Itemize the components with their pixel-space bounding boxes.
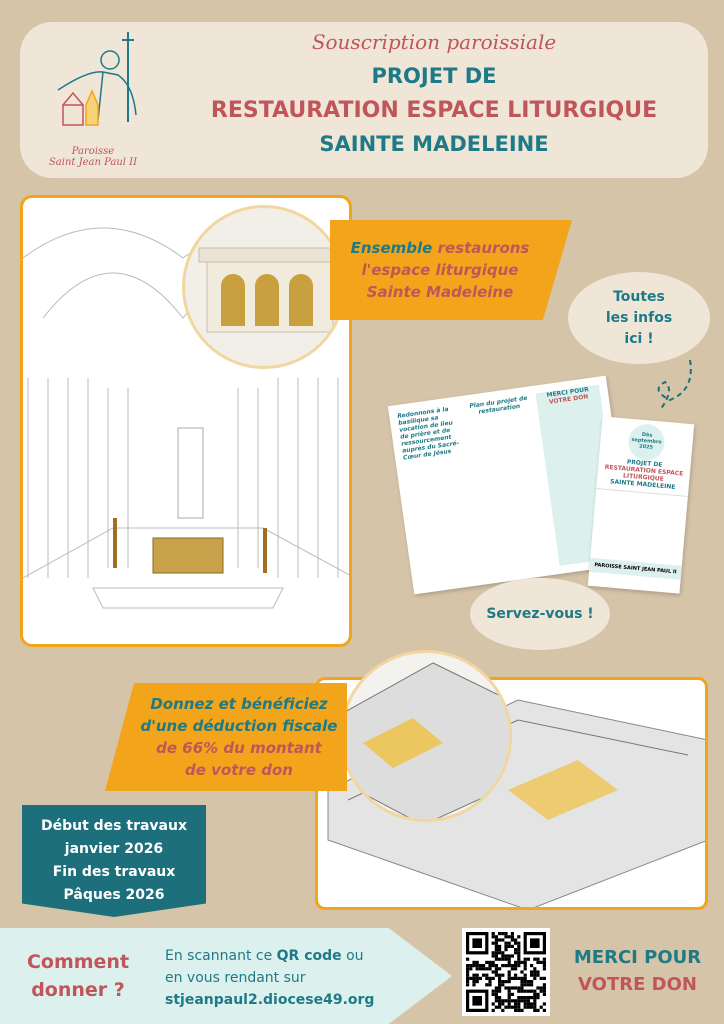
logo-text-name: Saint Jean Paul II	[48, 157, 138, 168]
works-dates-box: Début des travaux janvier 2026 Fin des t…	[22, 805, 206, 917]
banner-ensemble: Ensemble restaurons l'espace liturgique …	[330, 220, 572, 320]
visit-text: en vous rendant sur	[165, 970, 306, 986]
altar-photo	[182, 205, 346, 369]
dates-l2: janvier 2026	[64, 841, 164, 857]
scan-text-ou: ou	[341, 948, 364, 964]
banner-word-ensemble: Ensemble	[350, 239, 433, 257]
thanks-text: MERCI POUR VOTRE DON	[560, 944, 715, 998]
tax-line2: d'une déduction fiscale	[140, 717, 338, 735]
tax-line3: de 66% du montant	[156, 739, 322, 757]
brochure-image: Redonnons à la basilique sa vocation de …	[387, 370, 695, 595]
dates-l1: Début des travaux	[40, 818, 187, 834]
how-line1: Comment	[26, 951, 130, 973]
tax-line4: de votre don	[185, 761, 293, 779]
banner-line3: Sainte Madeleine	[366, 283, 514, 301]
plan-zoom-circle	[340, 650, 512, 822]
logo-text-paroisse: Paroisse	[71, 146, 115, 157]
thanks-line2: VOTRE DON	[578, 974, 697, 995]
banner-word-restaurons: restaurons	[437, 239, 530, 257]
cloud-infos: Toutes les infos ici !	[568, 272, 710, 364]
qr-code[interactable]	[462, 928, 550, 1016]
cloud-servez-vous: Servez-vous !	[470, 578, 610, 650]
cloud-infos-l2: les infos	[605, 309, 673, 326]
thanks-line1: MERCI POUR	[573, 947, 702, 968]
title-line2: RESTAURATION ESPACE LITURGIQUE	[210, 98, 658, 123]
how-line2: donner ?	[31, 979, 125, 1001]
pope-drawing-icon	[57, 32, 137, 126]
banner-tax-deduction: Donnez et bénéficiez d'une déduction fis…	[105, 683, 347, 791]
header-banner: Paroisse Saint Jean Paul II Souscription…	[20, 22, 708, 178]
title-line1: PROJET DE	[371, 64, 497, 88]
tax-line1: Donnez et bénéficiez	[150, 695, 328, 713]
banner-line2: l'espace liturgique	[361, 261, 519, 279]
cloud-infos-l1: Toutes	[613, 288, 665, 305]
cloud-infos-l3: ici !	[624, 330, 654, 347]
brochure-badge: Dès septembre 2025	[626, 422, 666, 462]
dates-l3: Fin des travaux	[52, 864, 176, 880]
qr-code-text: QR code	[276, 948, 342, 964]
scan-text: En scannant ce	[165, 948, 277, 964]
title-line3: SAINTE MADELEINE	[319, 132, 549, 156]
how-to-give-banner: Comment donner ? En scannant ce QR code …	[0, 928, 452, 1024]
dashed-arrow-icon	[657, 360, 692, 411]
parish-logo: Paroisse Saint Jean Paul II	[38, 30, 148, 170]
dates-l4: Pâques 2026	[63, 887, 165, 903]
website-link[interactable]: stjeanpaul2.diocese49.org	[165, 992, 375, 1008]
subtitle: Souscription paroissiale	[311, 30, 557, 54]
